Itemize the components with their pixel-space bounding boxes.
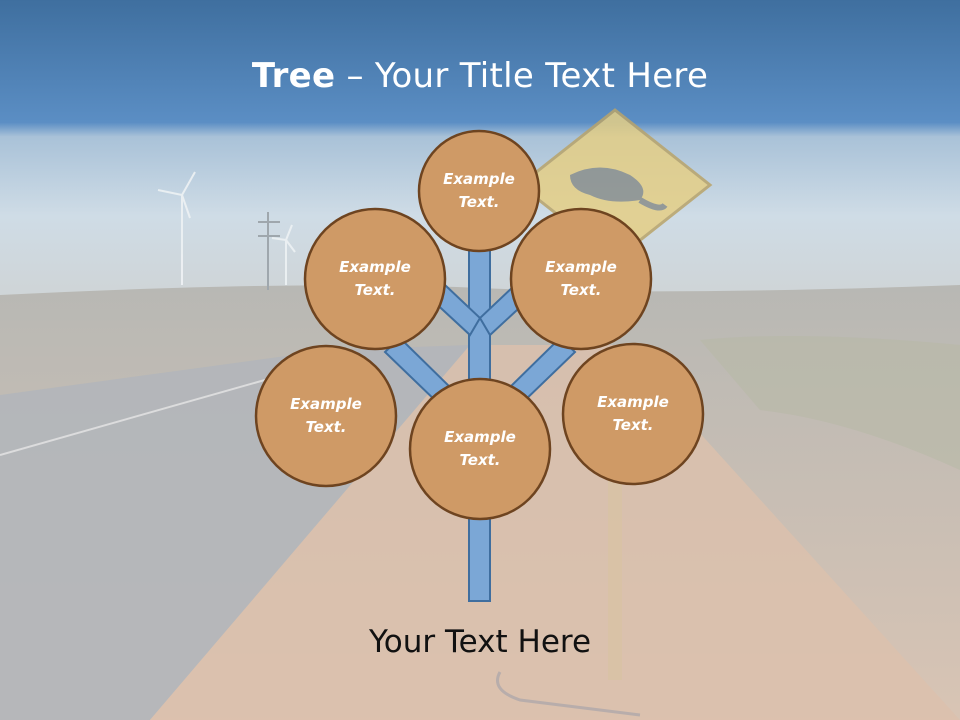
node-lower-left-line1: Example bbox=[290, 395, 362, 413]
node-upper-right-text: Example Text. bbox=[521, 256, 641, 302]
node-circle-lower-right bbox=[561, 342, 705, 486]
node-circle-upper-right bbox=[509, 207, 653, 351]
node-upper-left-line2: Text. bbox=[354, 281, 396, 299]
node-top-line1: Example bbox=[443, 170, 515, 188]
node-lower-left-line2: Text. bbox=[305, 418, 347, 436]
node-top-line2: Text. bbox=[458, 193, 500, 211]
node-upper-right-line2: Text. bbox=[560, 281, 602, 299]
title-bold: Tree bbox=[251, 56, 336, 96]
node-upper-left-text: Example Text. bbox=[315, 256, 435, 302]
node-upper-right-line1: Example bbox=[545, 258, 617, 276]
node-lower-left-text: Example Text. bbox=[266, 393, 386, 439]
node-circle-center bbox=[408, 377, 552, 521]
node-lower-right-text: Example Text. bbox=[573, 391, 693, 437]
node-lower-right-line2: Text. bbox=[612, 416, 654, 434]
node-top-text: Example Text. bbox=[419, 168, 539, 214]
node-circle-upper-left bbox=[303, 207, 447, 351]
node-lower-right-line1: Example bbox=[597, 393, 669, 411]
node-circle-top bbox=[417, 129, 541, 253]
node-upper-left-line1: Example bbox=[339, 258, 411, 276]
node-circle-lower-left bbox=[254, 344, 398, 488]
title-rest: – Your Title Text Here bbox=[335, 56, 709, 96]
node-center-line2: Text. bbox=[459, 451, 501, 469]
node-center-text: Example Text. bbox=[420, 426, 540, 472]
node-center-line1: Example bbox=[444, 428, 516, 446]
footer-text: Your Text Here bbox=[368, 624, 592, 660]
slide-title: Tree – Your Title Text Here bbox=[0, 56, 960, 96]
